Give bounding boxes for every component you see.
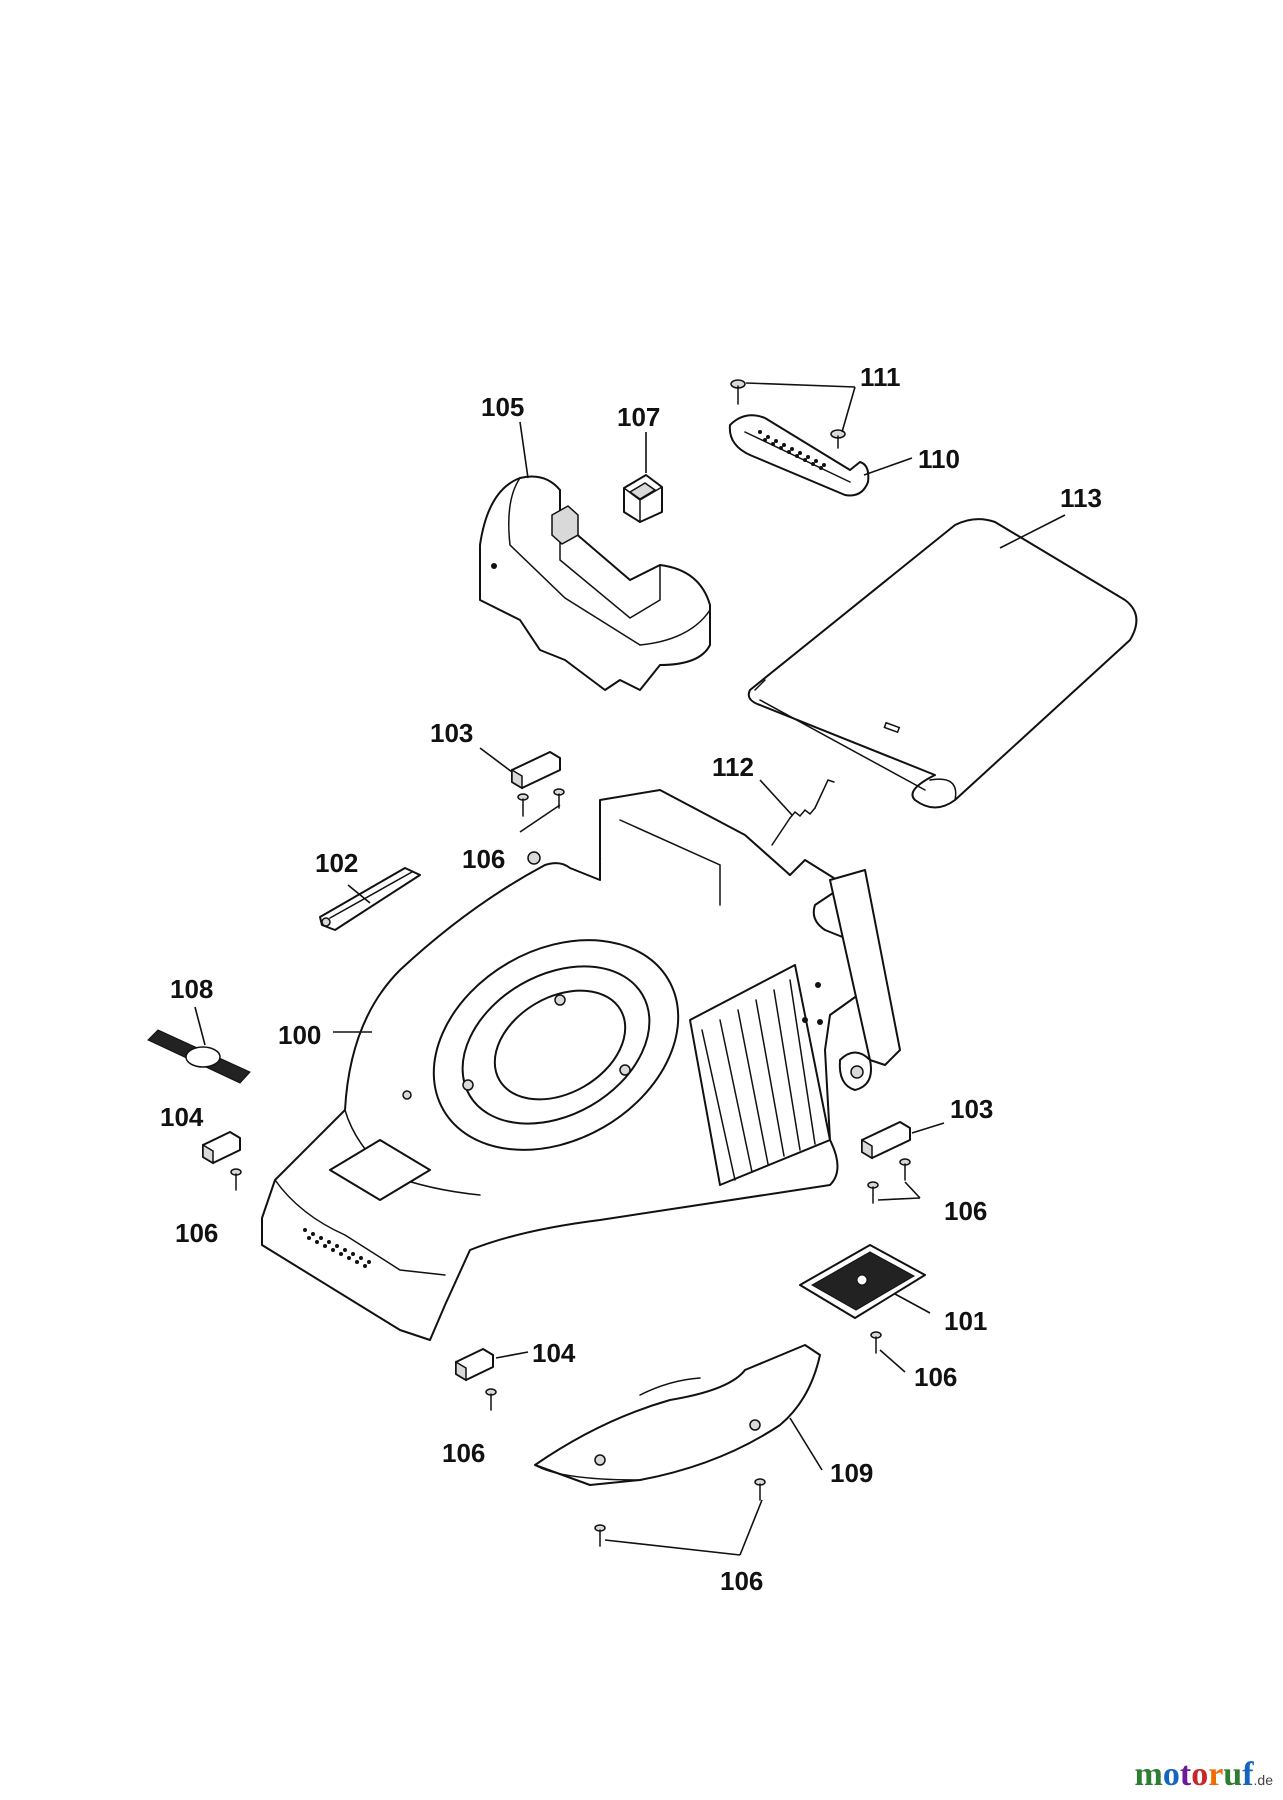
part-113-catcher-cover	[747, 518, 1138, 809]
callout-102: 102	[315, 848, 358, 878]
part-105-rear-cover	[479, 475, 711, 691]
logo-letter: o	[1191, 1756, 1209, 1793]
part-112-spring	[771, 779, 835, 846]
callout-106-bottom-left: 106	[442, 1438, 485, 1468]
callout-106-left: 106	[175, 1218, 218, 1248]
callout-103-upper: 103	[430, 718, 473, 748]
callout-106-bottom: 106	[720, 1566, 763, 1596]
part-107-block	[623, 474, 663, 523]
logo-wordmark: motoruf	[1135, 1756, 1254, 1793]
callout-110: 110	[918, 444, 960, 474]
part-109-deflector	[534, 1344, 821, 1486]
callout-109: 109	[830, 1458, 873, 1488]
part-103-clip-upper	[511, 751, 561, 790]
leader-lines	[194, 382, 1066, 1556]
callout-108: 108	[170, 974, 213, 1004]
logo-letter: t	[1179, 1756, 1192, 1793]
part-103-clip-right	[861, 1121, 911, 1160]
motoruf-logo: motoruf.de	[1135, 1756, 1273, 1794]
callout-106-flap: 106	[914, 1362, 957, 1392]
callout-labels: 105 107 111 110 113 103 112 106 102 108 …	[160, 362, 1102, 1596]
callout-105: 105	[481, 392, 524, 422]
part-110-handle-grip	[728, 414, 870, 497]
callout-106-right: 106	[944, 1196, 987, 1226]
part-106-screws	[230, 788, 911, 1547]
logo-letter: f	[1242, 1756, 1254, 1793]
callout-113: 113	[1060, 483, 1102, 513]
logo-tld: .de	[1253, 1772, 1273, 1788]
logo-letter: o	[1162, 1756, 1180, 1793]
callout-111: 111	[860, 362, 901, 392]
callout-100: 100	[278, 1020, 321, 1050]
callout-104-left: 104	[160, 1102, 204, 1132]
part-101-flap	[799, 1244, 926, 1319]
callout-107: 107	[617, 402, 660, 432]
logo-letter: r	[1208, 1756, 1224, 1793]
part-102-rail	[319, 867, 421, 931]
callout-106-upper: 106	[462, 844, 505, 874]
callout-103-right: 103	[950, 1094, 993, 1124]
part-104-clip-bottom	[455, 1348, 494, 1382]
part-100-mower-deck	[261, 789, 901, 1341]
callout-112: 112	[712, 752, 754, 782]
part-104-clip-left	[202, 1131, 241, 1165]
logo-letter: m	[1134, 1756, 1163, 1793]
logo-letter: u	[1223, 1756, 1243, 1793]
callout-104-bottom: 104	[532, 1338, 576, 1368]
part-108-badge	[147, 1029, 251, 1084]
callout-101: 101	[944, 1306, 987, 1336]
part-111-screws	[730, 379, 846, 449]
